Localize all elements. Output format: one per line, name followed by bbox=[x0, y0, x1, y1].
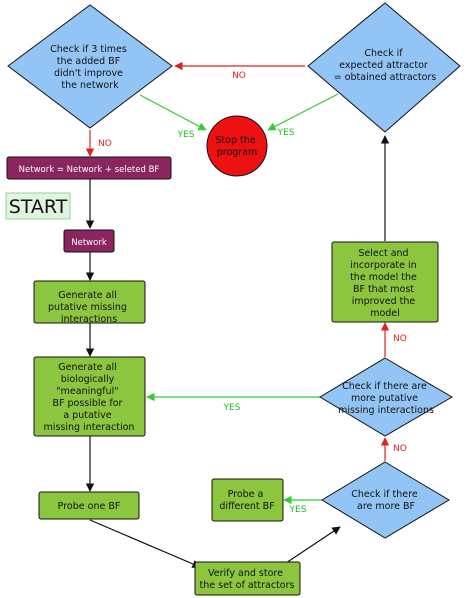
node-line: Verify and store bbox=[208, 568, 283, 579]
node-line: Generate all bbox=[58, 362, 117, 373]
svg-text:Generate all putative mi: Generate all putative missing interactio… bbox=[48, 290, 130, 325]
node-line: Check if 3 times bbox=[50, 44, 127, 55]
edge-label-yes-left: YES bbox=[177, 130, 195, 140]
node-line: putative missing bbox=[48, 302, 127, 313]
edge-label-no-right-upper: NO bbox=[393, 334, 407, 344]
arrow-probe-one-to-verify bbox=[89, 519, 201, 568]
node-line: Select and bbox=[358, 248, 408, 259]
node-line: biologically bbox=[61, 374, 115, 385]
svg-text:Stop the program: Stop the program bbox=[215, 135, 258, 158]
process-generate-bf: Generate all biologically "meaningful" B… bbox=[33, 356, 146, 437]
node-line: Stop the bbox=[215, 135, 255, 146]
process-network-plus-bf: Network = Network + seleted BF bbox=[6, 156, 172, 180]
svg-text:Probe a different BF: Probe a different BF bbox=[219, 489, 274, 512]
node-line: the added BF bbox=[57, 56, 120, 67]
node-line: model bbox=[370, 308, 400, 319]
node-line: improved the bbox=[352, 296, 416, 307]
decision-check-expected-attractor: Check if expected attractor = obtained a… bbox=[307, 2, 461, 133]
node-line: the set of attractors bbox=[200, 580, 295, 591]
node-line: Check if there are bbox=[342, 381, 427, 392]
decision-check-3-times: Check if 3 times the added BF didn't imp… bbox=[7, 4, 173, 129]
node-line: START bbox=[9, 196, 68, 218]
process-verify-store: Verify and store the set of attractors bbox=[194, 561, 301, 596]
edge-label-yes-right: YES bbox=[277, 128, 295, 138]
process-generate-missing-interactions: Generate all putative missing interactio… bbox=[33, 280, 146, 325]
node-line: didn't improve bbox=[54, 68, 123, 79]
node-line: the model the bbox=[350, 272, 417, 283]
node-line: Generate all bbox=[58, 290, 117, 301]
node-line: Network = Network + seleted BF bbox=[19, 165, 160, 175]
edge-label-no-top: NO bbox=[232, 71, 246, 81]
edge-label-yes-probe: YES bbox=[289, 505, 307, 515]
edge-label-yes-middle: YES bbox=[223, 403, 241, 413]
node-line: Network bbox=[71, 238, 107, 248]
svg-text:Check if 3 times the add: Check if 3 times the added BF didn't imp… bbox=[50, 44, 130, 91]
node-line: are more BF bbox=[357, 501, 415, 512]
svg-text:Check if expected attrac: Check if expected attractor = obtained a… bbox=[334, 48, 437, 83]
arrow-yes-expected-to-stop bbox=[267, 93, 339, 131]
svg-text:Select and incorporate i: Select and incorporate in the model the … bbox=[350, 248, 420, 319]
node-line: incorporate in bbox=[350, 260, 416, 271]
node-line: missing interaction bbox=[44, 422, 135, 433]
node-line: BF that most bbox=[353, 284, 414, 295]
arrow-yes-3times-to-stop bbox=[139, 94, 207, 131]
node-line: the network bbox=[61, 80, 119, 91]
process-select-incorporate: Select and incorporate in the model the … bbox=[331, 241, 439, 323]
edge-label-no-left: NO bbox=[98, 139, 112, 149]
node-line: Probe one BF bbox=[58, 501, 121, 512]
node-line: = obtained attractors bbox=[334, 72, 437, 83]
node-line: a putative bbox=[63, 410, 111, 421]
node-line: interactions bbox=[61, 314, 117, 325]
decision-check-more-bf: Check if there are more BF bbox=[321, 461, 450, 539]
node-line: Probe a bbox=[228, 489, 264, 500]
terminal-stop: Stop the program bbox=[206, 115, 268, 177]
process-network: Network bbox=[63, 229, 115, 253]
process-probe-one-bf: Probe one BF bbox=[38, 491, 140, 520]
node-line: expected attractor bbox=[339, 60, 428, 71]
decision-check-more-interactions: Check if there are more putative missing… bbox=[319, 357, 453, 437]
node-line: missing interactions bbox=[338, 405, 434, 416]
arrow-verify-to-check-more-bf bbox=[285, 526, 341, 564]
node-line: different BF bbox=[219, 501, 274, 512]
node-line: more putative bbox=[351, 393, 418, 404]
svg-text:Check if there are more: Check if there are more BF bbox=[351, 489, 420, 512]
node-line: BF possible for bbox=[52, 398, 122, 409]
process-probe-different-bf: Probe a different BF bbox=[211, 478, 284, 522]
svg-text:Verify and store the set: Verify and store the set of attractors bbox=[200, 568, 295, 591]
svg-text:Check if there are more: Check if there are more putative missing… bbox=[338, 381, 434, 416]
edge-label-no-right-lower: NO bbox=[393, 444, 407, 454]
node-line: Check if bbox=[364, 48, 403, 59]
svg-text:Generate all biologicall: Generate all biologically "meaningful" B… bbox=[44, 362, 135, 433]
node-line: "meaningful" bbox=[56, 386, 118, 397]
start-label: START bbox=[5, 192, 71, 220]
node-line: Check if there bbox=[351, 489, 418, 500]
node-line: program bbox=[217, 147, 258, 158]
